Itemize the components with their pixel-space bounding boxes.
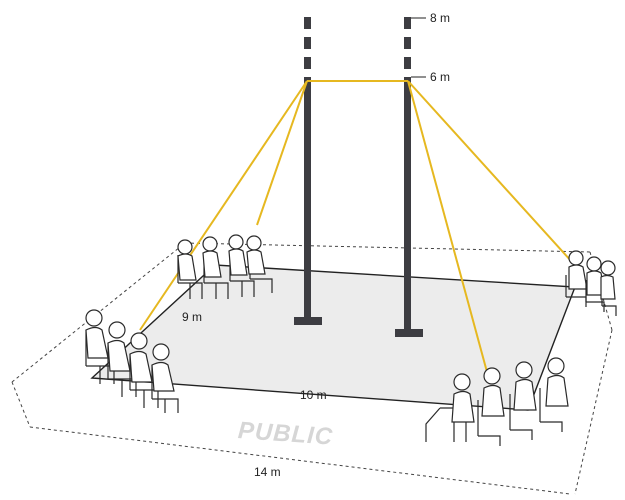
label-depth-9m: 9 m bbox=[182, 310, 202, 324]
guy-cables bbox=[139, 80, 573, 373]
label-height-6m: 6 m bbox=[430, 70, 450, 84]
mast-left bbox=[304, 17, 311, 322]
mast-right bbox=[404, 17, 411, 334]
label-width-10m: 10 m bbox=[300, 388, 327, 402]
audience-group-front-right bbox=[425, 357, 569, 446]
label-width-14m: 14 m bbox=[254, 465, 281, 479]
label-public: PUBLIC bbox=[237, 417, 334, 451]
audience-group-front-left bbox=[85, 309, 179, 413]
audience-group-back-left bbox=[177, 234, 273, 299]
audience-group-right bbox=[565, 250, 617, 316]
label-height-8m: 8 m bbox=[430, 11, 450, 25]
